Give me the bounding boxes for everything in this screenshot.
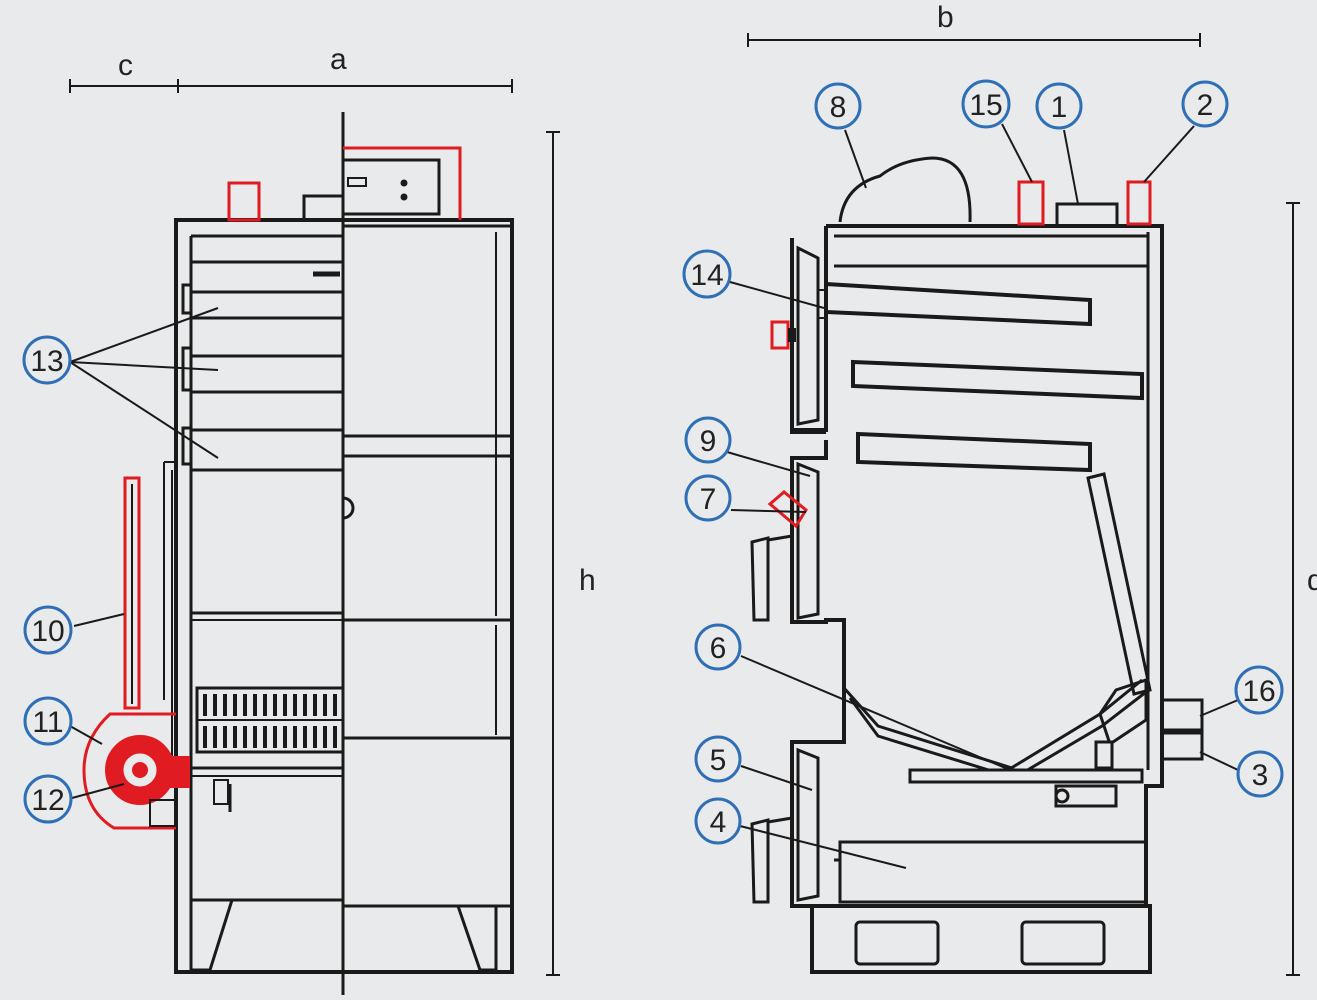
callout-12: 12 xyxy=(23,774,73,824)
callout-2: 2 xyxy=(1181,80,1229,128)
callout-5: 5 xyxy=(694,735,742,783)
front-view xyxy=(82,112,514,995)
callout-label: 15 xyxy=(969,89,1002,122)
callout-label: 13 xyxy=(30,345,63,378)
callout-label: 9 xyxy=(700,425,717,458)
callout-label: 12 xyxy=(31,784,64,817)
callout-14: 14 xyxy=(682,249,732,299)
callout-label: 4 xyxy=(710,806,727,839)
dim-label-c: c xyxy=(118,49,133,82)
callout-9: 9 xyxy=(684,416,732,464)
dimension-c: c xyxy=(69,49,178,93)
dim-label-b: b xyxy=(937,1,954,34)
callout-label: 8 xyxy=(830,91,847,124)
callout-1: 1 xyxy=(1035,82,1083,130)
dim-label-d: d xyxy=(1307,564,1317,597)
side-section-view xyxy=(750,156,1204,974)
callout-4: 4 xyxy=(694,797,742,845)
callout-11: 11 xyxy=(23,696,73,746)
dimension-d: d xyxy=(1286,202,1317,976)
dimension-a: a xyxy=(177,43,513,93)
callout-15: 15 xyxy=(961,79,1011,129)
dim-label-h: h xyxy=(579,564,596,597)
callout-6: 6 xyxy=(694,623,742,671)
callout-3: 3 xyxy=(1236,750,1284,798)
callout-label: 2 xyxy=(1197,89,1214,122)
callout-label: 16 xyxy=(1242,675,1275,708)
callout-8: 8 xyxy=(814,82,862,130)
callout-label: 3 xyxy=(1252,759,1269,792)
callout-label: 6 xyxy=(710,632,727,665)
callout-label: 10 xyxy=(31,615,64,648)
callout-13: 13 xyxy=(22,335,72,385)
callout-10: 10 xyxy=(23,605,73,655)
dimension-h: h xyxy=(546,131,596,976)
callout-label: 11 xyxy=(32,706,63,739)
dim-label-a: a xyxy=(330,43,347,76)
callout-16: 16 xyxy=(1234,665,1284,715)
callout-label: 14 xyxy=(690,259,723,292)
callout-label: 5 xyxy=(710,744,727,777)
leader-lines xyxy=(69,123,1239,869)
dimension-b: b xyxy=(747,1,1201,47)
callout-label: 7 xyxy=(700,483,717,516)
callout-7: 7 xyxy=(684,474,732,522)
callout-label: 1 xyxy=(1051,91,1068,124)
